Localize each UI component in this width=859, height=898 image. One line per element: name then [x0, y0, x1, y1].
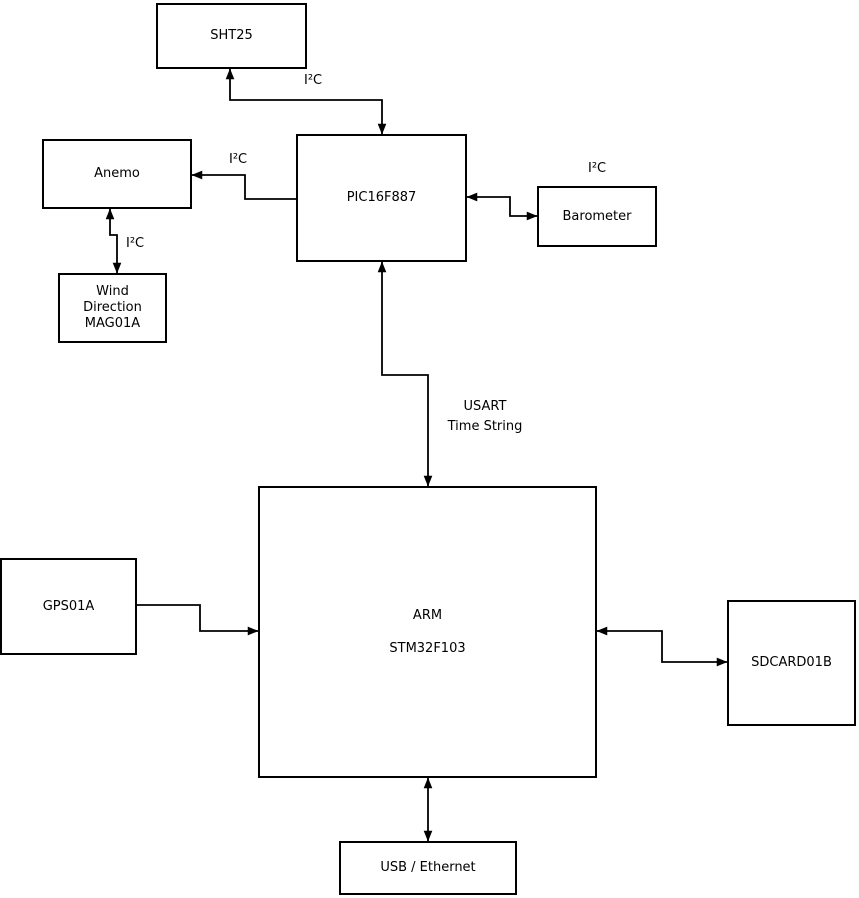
edge-label-usart-line2: Time String — [447, 419, 523, 434]
node-barometer-label: Barometer — [562, 208, 632, 224]
node-arm-label-line2: STM32F103 — [389, 640, 466, 656]
node-pic16f887: PIC16F887 — [296, 134, 467, 262]
node-sht25-label: SHT25 — [210, 28, 253, 43]
node-gps01a-label: GPS01A — [42, 598, 95, 614]
connector-arm-sdcard — [596, 626, 728, 667]
node-anemo: Anemo — [42, 139, 192, 209]
edge-label-i2c-anemo: I²C — [229, 152, 248, 167]
node-sht25: SHT25 — [156, 3, 307, 69]
edge-label-i2c-sht25: I²C — [304, 73, 323, 88]
edge-label-usart: USART Time String — [429, 397, 541, 437]
node-sdcard01b-label: SDCARD01B — [751, 655, 832, 670]
node-pic16f887-label: PIC16F887 — [346, 190, 417, 205]
connector-anemo-pic — [191, 170, 296, 200]
node-wind-direction: Wind Direction MAG01A — [58, 273, 167, 343]
node-gps01a: GPS01A — [0, 558, 137, 655]
connector-pic-arm — [377, 261, 433, 487]
node-wind-direction-label: Wind Direction MAG01A — [83, 284, 142, 331]
node-arm: ARM STM32F103 — [258, 486, 597, 778]
node-anemo-label: Anemo — [94, 166, 140, 181]
connector-gps-arm — [137, 604, 259, 636]
edge-label-i2c-wind: I²C — [126, 236, 145, 251]
connector-anemo-winddirection — [105, 208, 122, 274]
edge-label-i2c-barometer: I²C — [588, 161, 607, 176]
connector-pic-barometer — [466, 192, 538, 221]
node-usb-ethernet: USB / Ethernet — [339, 841, 517, 895]
node-arm-label: ARM STM32F103 — [389, 608, 465, 657]
node-sdcard01b: SDCARD01B — [727, 600, 856, 726]
node-usb-ethernet-label: USB / Ethernet — [380, 860, 476, 875]
edge-label-usart-line1: USART — [463, 399, 507, 414]
node-arm-label-line1: ARM — [412, 607, 443, 623]
connector-sht25-pic — [225, 68, 387, 135]
node-barometer: Barometer — [537, 186, 657, 247]
